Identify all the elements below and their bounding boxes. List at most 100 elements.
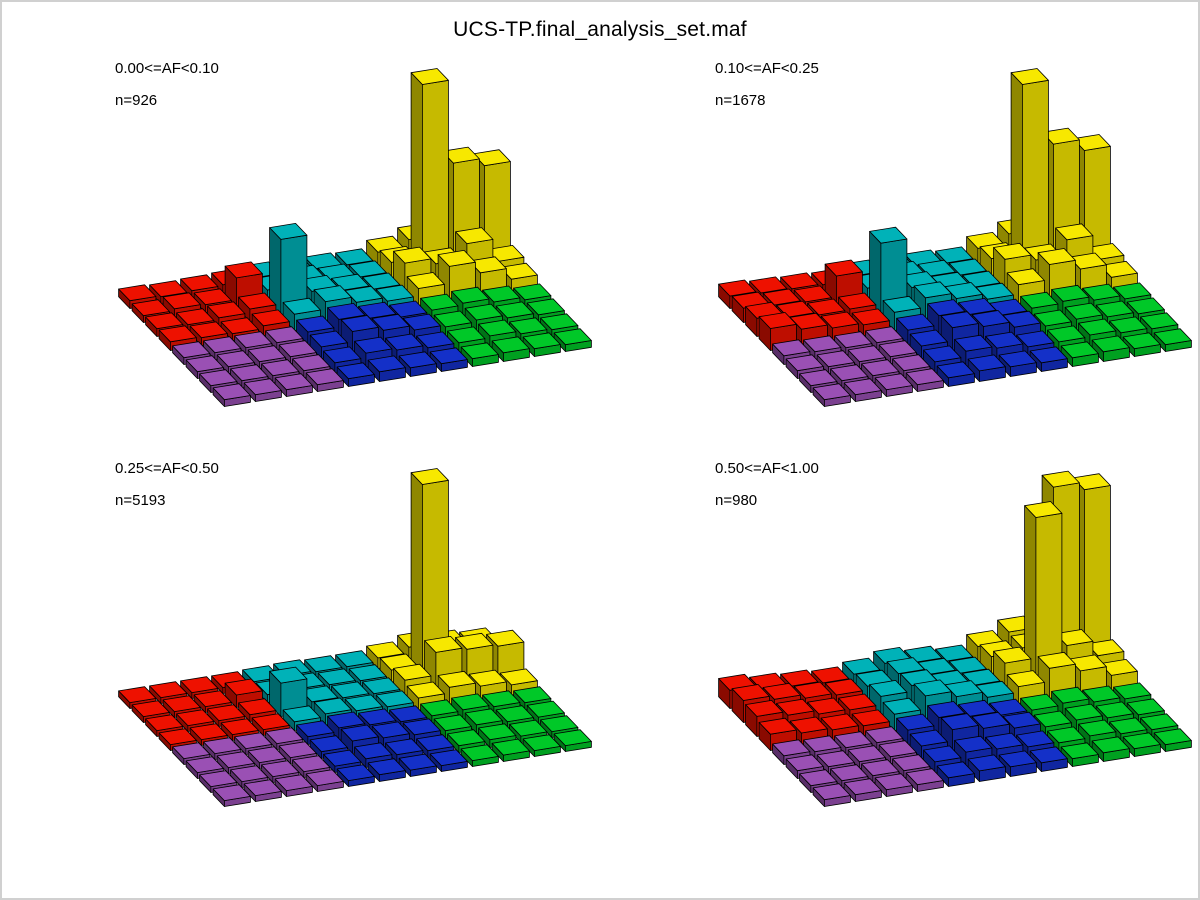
bar-top-face (513, 686, 552, 704)
bar-top-face (731, 684, 770, 701)
lego-bar-r7-c9 (491, 738, 530, 762)
bar-top-face (1072, 473, 1111, 491)
bar-top-face (745, 699, 784, 717)
bar-top-face (468, 256, 507, 274)
bar-top-face (251, 713, 290, 731)
lego-plot-af-0.50-1.00 (718, 470, 1192, 807)
bar-top-face (354, 742, 393, 760)
bar-top-face (812, 783, 851, 801)
bar-top-face (1006, 670, 1045, 688)
bar-top-face (375, 690, 414, 708)
bar-top-face (207, 704, 246, 722)
bar-top-face (437, 670, 476, 688)
bar-top-face (834, 731, 873, 749)
bar-top-face (812, 383, 851, 401)
af-range-label: 0.25<=AF<0.50 (115, 460, 219, 477)
bar-top-face (193, 690, 232, 708)
lego-bar-r0-c2 (180, 676, 219, 699)
bar-top-face (203, 336, 242, 354)
bar-top-face (420, 699, 459, 717)
bar-top-face (238, 292, 277, 310)
bar-top-face (305, 769, 344, 787)
bar-top-face (118, 686, 157, 704)
bar-top-face (896, 313, 935, 331)
bar-top-face (162, 695, 201, 713)
bar-top-face (429, 347, 468, 365)
bar-top-face (824, 259, 863, 277)
lego-bar-r7-c3 (905, 368, 944, 392)
bar-top-face (234, 732, 273, 750)
bar-top-face (923, 745, 962, 763)
lego-bar-r7-c7 (429, 347, 468, 372)
lego-bar-r7-c0 (812, 783, 851, 807)
lego-bar-r7-c1 (243, 779, 282, 802)
bar-top-face (1072, 134, 1111, 151)
bar-top-face (882, 697, 921, 715)
bar-top-face (145, 312, 184, 330)
bar-top-face (1091, 736, 1130, 754)
bar-top-face (344, 694, 383, 712)
bar-top-face (948, 258, 987, 276)
bar-top-face (398, 351, 437, 369)
bar-top-face (367, 758, 406, 776)
bar-top-face (433, 310, 472, 328)
lego-bar-r7-c10 (522, 332, 561, 357)
bar-top-face (323, 749, 362, 767)
bar-top-face (793, 681, 832, 699)
bar-top-face (553, 328, 592, 346)
bar-top-face (441, 146, 480, 164)
bar-top-face (1037, 651, 1076, 669)
bar-top-face (1140, 713, 1179, 731)
bar-left-face (410, 72, 423, 278)
bar-top-face (1033, 309, 1072, 327)
bar-top-face (522, 332, 561, 350)
bar-top-face (967, 754, 1006, 772)
bar-top-face (758, 717, 797, 735)
bar-top-face (327, 711, 366, 729)
bar-top-face (1051, 284, 1090, 302)
lego-bar-r7-c2 (874, 773, 913, 797)
bar-top-face (843, 778, 882, 796)
bar-top-face (838, 292, 877, 310)
bar-top-face (935, 246, 974, 264)
lego-bar-r7-c0 (812, 383, 851, 407)
bar-top-face (1060, 742, 1099, 760)
bar-top-face (1016, 330, 1055, 348)
bar-top-face (1153, 728, 1192, 746)
lego-bar-r7-c5 (967, 354, 1006, 382)
lego-bar-r7-c5 (367, 758, 406, 782)
bar-top-face (944, 282, 983, 299)
bar-top-face (447, 326, 486, 344)
bar-top-face (354, 336, 393, 354)
bar-top-face (1082, 283, 1121, 301)
bar-top-face (199, 369, 238, 387)
bar-top-face (1041, 470, 1080, 488)
bar-top-face (468, 669, 507, 687)
bar-top-face (1064, 302, 1103, 320)
bar-top-face (486, 629, 525, 647)
bar-left-face (410, 472, 423, 678)
bar-top-face (1060, 341, 1099, 359)
bar-top-face (878, 340, 917, 358)
lego-bar-r7-c9 (1091, 736, 1130, 762)
bar-top-face (340, 315, 379, 332)
bar-top-face (185, 355, 224, 373)
bar-top-face (1055, 629, 1094, 646)
bar-top-face (789, 716, 828, 734)
bar-top-face (172, 341, 211, 359)
bar-top-face (402, 718, 441, 736)
bar-top-face (269, 666, 308, 684)
bar-top-face (402, 313, 441, 331)
bar-top-face (296, 315, 335, 333)
bar-top-face (1095, 300, 1134, 318)
bar-front-face (421, 79, 449, 278)
bar-top-face (985, 732, 1024, 750)
lego-bar-r7-c4 (936, 361, 975, 387)
panel-af-0.10-0.25: 0.10<=AF<0.25 n=1678 (607, 44, 1197, 449)
bar-top-face (149, 280, 188, 298)
bar-top-face (869, 226, 908, 244)
bar-top-face (478, 319, 517, 337)
bar-top-face (340, 724, 379, 742)
bar-top-face (993, 646, 1032, 664)
bar-top-face (1006, 268, 1045, 286)
